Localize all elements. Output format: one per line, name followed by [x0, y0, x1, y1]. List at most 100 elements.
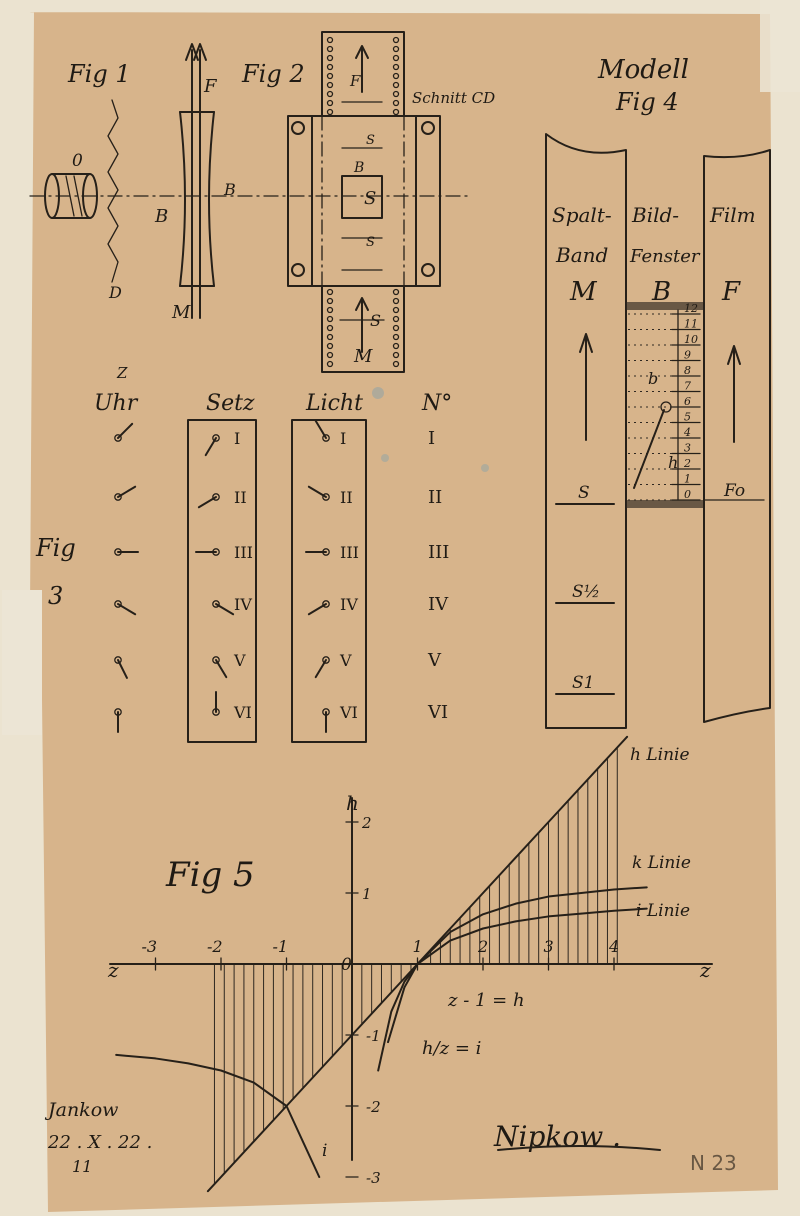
- clock-hand-icon-hand: [117, 603, 137, 616]
- footer-number: 11: [72, 1157, 92, 1176]
- x-tick-label: 2: [477, 937, 488, 956]
- i-line-curve-point: [449, 939, 452, 942]
- perforation-hole: [326, 342, 334, 350]
- perforation-hole: [326, 333, 334, 341]
- fig3-licht-numeral: IV: [340, 595, 358, 614]
- fig3-no-numeral: VI: [427, 702, 448, 723]
- clock-hand-icon: [322, 656, 330, 664]
- fig2-band-bottom: [321, 285, 405, 373]
- fig3-setz-numeral: IV: [234, 595, 252, 614]
- y-tick-label: 1: [362, 885, 372, 903]
- fig1-ray: [107, 99, 119, 283]
- fig3-licht-numeral: III: [340, 543, 359, 562]
- i-line-curve-point: [514, 920, 517, 923]
- footer-signature: Nipkow .: [493, 1120, 621, 1153]
- h-line-curve-point: [613, 750, 615, 752]
- fig5-label-i-line: i Linie: [636, 901, 690, 921]
- k-line-curve-point: [403, 986, 406, 989]
- clock-hand-icon: [212, 434, 220, 442]
- fig4-title-line2: Fig 4: [615, 88, 679, 116]
- fig3-no-numeral: I: [428, 428, 435, 449]
- fig4-window-h1: Bild-: [631, 203, 679, 227]
- perforation-hole: [326, 99, 334, 107]
- fig2-perforations-bottom: [326, 288, 400, 368]
- fig1-label-2: F: [203, 76, 218, 97]
- i-line-curve-point: [613, 909, 615, 912]
- fig4-band-arrowhead: [579, 333, 593, 353]
- fig4-window-h3: B: [651, 277, 671, 307]
- h-line-curve-point: [351, 1034, 353, 1036]
- scale-label: 1: [684, 473, 691, 486]
- screw-icon: [291, 263, 305, 277]
- fig2-title: Fig 2: [241, 60, 305, 88]
- stain: [372, 387, 384, 399]
- i-line-curve-point: [482, 927, 484, 930]
- k-line-curve: [387, 886, 648, 1044]
- fig4-title-line1: Modell: [597, 55, 689, 85]
- clock-hand-icon-hand: [197, 496, 217, 509]
- scale-label: 0: [684, 488, 691, 501]
- fig2-label-s2: S: [364, 188, 376, 209]
- tape-left: [2, 590, 42, 735]
- fig4-pivot: [660, 401, 672, 413]
- x-tick-label: -2: [207, 937, 223, 956]
- scale-label: 2: [683, 457, 691, 470]
- screw-icon: [291, 121, 305, 135]
- fig3-col-uhr: Uhr: [94, 391, 139, 416]
- clock-hand-icon: [114, 656, 122, 664]
- scale-label: 12: [684, 302, 698, 315]
- fig3-licht-numeral: V: [339, 651, 352, 670]
- fig1-label-1b: B: [223, 180, 236, 199]
- clock-hand-icon-hand: [314, 659, 327, 679]
- fig4-band-h1: Spalt-: [552, 203, 612, 227]
- perforation-hole: [392, 54, 400, 62]
- clock-hand-icon: [114, 434, 122, 442]
- perforation-hole: [326, 36, 334, 44]
- fig5-x-label-right: z: [699, 958, 711, 982]
- clock-hand-icon-hand: [204, 437, 217, 457]
- fig5-equation-1: z - 1 = h: [447, 990, 525, 1011]
- perforation-hole: [392, 45, 400, 53]
- fig1-arrow-band: [193, 43, 207, 61]
- footer-stamp: N 23: [690, 1151, 737, 1175]
- fig4-film-h2: F: [721, 277, 741, 307]
- clock-hand-icon-hand: [307, 485, 327, 498]
- x-tick-label: 1: [413, 937, 423, 956]
- clock-hand-icon-hand: [117, 422, 134, 439]
- fig3-licht-box: [291, 419, 367, 743]
- fig4-band-h2: Band: [555, 243, 608, 267]
- fig3-title-line2: 3: [48, 582, 63, 610]
- perforation-hole: [392, 108, 400, 116]
- fig3-col-licht: Licht: [305, 391, 363, 416]
- fig4-window-mark-0: b: [648, 369, 658, 388]
- i-line-curve-point: [390, 1010, 393, 1013]
- perforation-hole: [392, 315, 400, 323]
- fig1-lens-hatch: [65, 175, 75, 217]
- fig2-label-s3: S: [366, 235, 375, 250]
- fig1-label-1a: B: [154, 206, 168, 227]
- fig2-band-arrowhead: [355, 297, 369, 311]
- x-tick-label-zero: 0: [341, 955, 352, 975]
- i-line-curve-point: [403, 980, 406, 983]
- k-line-curve-point: [482, 913, 484, 916]
- fig3-no-numeral: II: [428, 487, 442, 508]
- fig3-licht-numeral: I: [340, 429, 346, 448]
- clock-hand-icon: [322, 493, 330, 501]
- perforation-hole: [326, 306, 334, 314]
- fig3-col-no: N°: [421, 391, 452, 416]
- i-line-curve-point: [645, 907, 648, 910]
- scale-label: 4: [683, 426, 691, 439]
- footer: Jankow 22 . X . 22 . 11 Nipkow . N 23: [44, 1099, 737, 1176]
- fig4-slot-label-1: S½: [572, 582, 600, 602]
- perforation-hole: [392, 297, 400, 305]
- y-tick-label: -2: [366, 1098, 381, 1116]
- clock-hand-icon-hand: [215, 603, 235, 616]
- h-line-curve-point: [626, 736, 628, 738]
- fig4-window-mark-1: h: [668, 453, 678, 472]
- k-line-curve-point: [514, 902, 517, 905]
- screw-icon: [421, 263, 435, 277]
- fig5-label-k-line: k Linie: [632, 853, 691, 873]
- clock-hand-icon: [212, 656, 220, 664]
